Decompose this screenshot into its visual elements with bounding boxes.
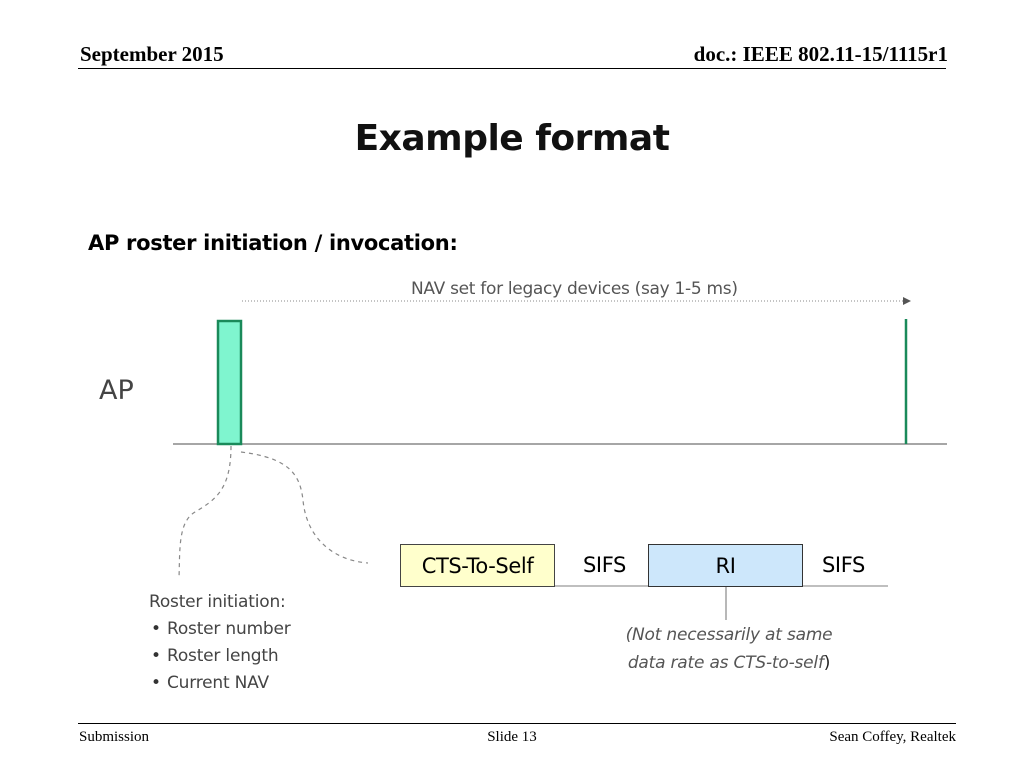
ri-note-line-2: data rate as CTS-to-self) bbox=[595, 649, 863, 677]
roster-item-length: Roster length bbox=[149, 643, 291, 670]
roster-initiation-list: Roster initiation: Roster number Roster … bbox=[149, 589, 291, 697]
ri-frame: RI bbox=[648, 544, 803, 587]
cts-to-self-frame: CTS-To-Self bbox=[400, 544, 555, 587]
footer-slide-number: Slide 13 bbox=[487, 729, 537, 745]
callout-curve-right bbox=[240, 451, 369, 564]
nav-label: NAV set for legacy devices (say 1-5 ms) bbox=[411, 279, 738, 299]
ri-rate-note: (Not necessarily at same data rate as CT… bbox=[595, 621, 863, 677]
header-divider bbox=[78, 68, 946, 69]
section-heading: AP roster initiation / invocation: bbox=[88, 231, 458, 255]
roster-item-number: Roster number bbox=[149, 616, 291, 643]
footer-divider bbox=[78, 723, 956, 724]
ap-station-label: AP bbox=[99, 375, 134, 406]
ap-frame-rect bbox=[216, 319, 243, 446]
header-date: September 2015 bbox=[80, 42, 224, 66]
ri-note-close-paren: ) bbox=[823, 653, 831, 673]
slide-title: Example format bbox=[354, 118, 670, 159]
roster-heading: Roster initiation: bbox=[149, 592, 286, 612]
roster-item-current-nav: Current NAV bbox=[149, 670, 291, 697]
callout-curve-left bbox=[178, 445, 232, 579]
sifs-gap-label: SIFS bbox=[583, 553, 626, 577]
footer-submission: Submission bbox=[79, 729, 150, 745]
ri-note-line-2-text: data rate as CTS-to-self bbox=[627, 653, 824, 673]
ri-note-line-1: (Not necessarily at same bbox=[625, 625, 833, 645]
roster-items: Roster number Roster length Current NAV bbox=[149, 616, 291, 697]
footer-author: Sean Coffey, Realtek bbox=[829, 729, 956, 745]
sifs-gap-label: SIFS bbox=[822, 553, 865, 577]
header-doc-id: doc.: IEEE 802.11-15/1115r1 bbox=[693, 42, 948, 66]
